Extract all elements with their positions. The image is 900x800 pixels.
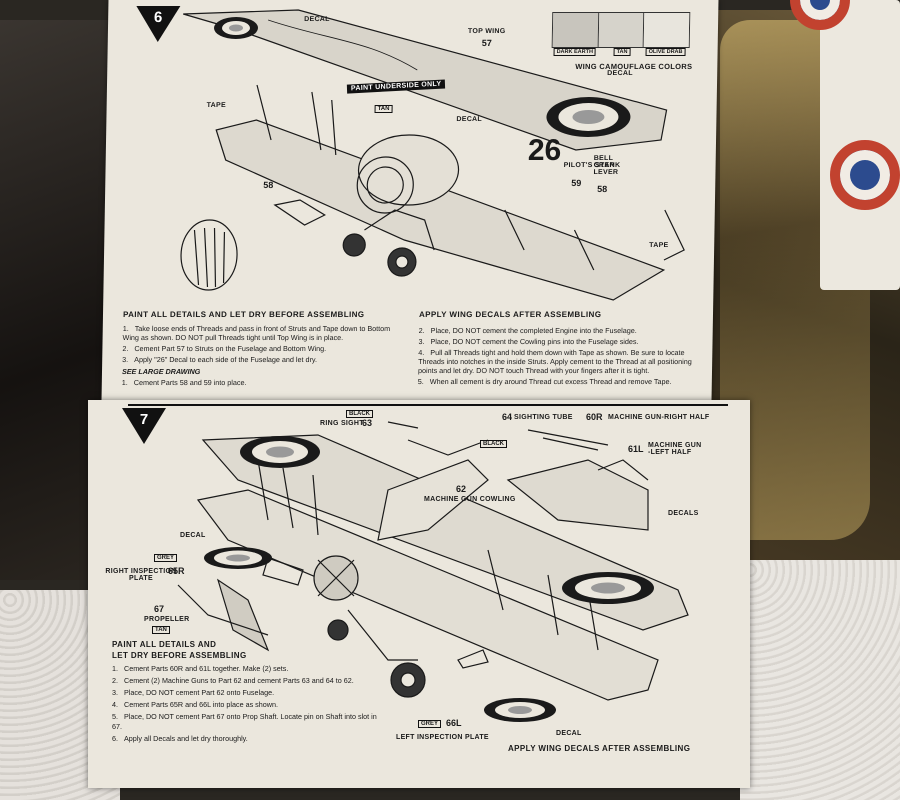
tag-grey-1: GREY [154,554,178,562]
step-6-instructions-right: 2.Place, DO NOT cement the completed Eng… [418,326,699,388]
tag-tan-6: TAN [374,105,393,113]
label-part-62: 62 [456,484,467,494]
biplane-final-assembly-illustration [177,421,689,722]
label-part-64: 64 [502,412,513,422]
step-7-heading-right: APPLY WING DECALS AFTER ASSEMBLING [508,744,691,753]
label-mg-left: MACHINE GUN -LEFT HALF [648,442,702,456]
step-divider [128,404,728,406]
label-decal-a: DECAL [180,532,206,539]
label-part-67: 67 [154,604,165,614]
label-part-58-a: 58 [263,180,274,190]
label-right-plate: RIGHT INSPECTION PLATE [105,568,177,582]
step-6-heading-right: APPLY WING DECALS AFTER ASSEMBLING [418,310,602,319]
tag-grey-2: GREY [418,720,442,728]
step-6-instructions-left: 1.Take loose ends of Threads and pass in… [122,324,398,389]
label-part-63: 63 [362,418,373,428]
tag-black-2: BLACK [480,440,507,448]
step-7-number: 7 [139,411,149,428]
instruction-step-7: 7 [88,400,750,788]
label-mg-right: MACHINE GUN-RIGHT HALF [608,414,710,421]
tag-black-1: BLACK [346,410,373,418]
step-7-item-1: 1.Cement Parts 60R and 61L together. Mak… [112,664,289,673]
label-part-61l: 61L [628,444,644,454]
biplane-wing-assembly-illustration [180,9,685,301]
step-7-heading-left-1: PAINT ALL DETAILS AND [112,640,217,649]
step-7-item-4: 4.Cement Parts 65R and 66L into place as… [112,700,278,709]
label-part-66l: 66L [446,718,462,728]
step-7-heading-left-2: LET DRY BEFORE ASSEMBLING [112,651,247,660]
label-mg-cowling: MACHINE GUN COWLING [424,496,516,503]
step-6-see-large-item: 1.Cement Parts 58 and 59 into place. [121,378,247,387]
label-ring-sight: RING SIGHT [320,420,364,427]
decal-sheet [790,0,900,290]
step-6-item-3: 3.Apply "26" Decal to each side of the F… [122,355,318,364]
step-6-right-item-2: 2.Place, DO NOT cement the completed Eng… [418,326,637,335]
label-decals: DECALS [668,510,699,517]
step-6-right-item-4: 4.Pull all Threads tight and hold them d… [417,348,692,375]
decal-roundel-bottom [830,140,900,210]
label-propeller: PROPELLER [144,616,190,623]
step-6-item-1: 1.Take loose ends of Threads and pass in… [122,324,391,342]
label-bell-crank: BELL CRANK LEVER [593,155,621,176]
step-7-badge [122,408,166,444]
step-7-item-6: 6.Apply all Decals and let dry thoroughl… [112,734,248,743]
step-7-item-5: 5.Place, DO NOT cement Part 67 onto Prop… [112,712,377,731]
label-decal-1: DECAL [304,16,330,23]
label-decal-b: DECAL [556,730,582,737]
step-7-item-2: 2.Cement (2) Machine Guns to Part 62 and… [112,676,354,685]
step-6-right-item-5: 5.When all cement is dry around Thread c… [417,377,672,386]
step-6-heading-left: PAINT ALL DETAILS AND LET DRY BEFORE ASS… [122,310,365,319]
tablecloth-right [740,560,900,800]
tag-tan-7: TAN [152,626,170,634]
label-part-59: 59 [571,178,582,188]
label-part-58-b: 58 [597,184,608,194]
step-7-instructions: 1.Cement Parts 60R and 61L together. Mak… [112,664,382,746]
label-tape-1: TAPE [206,102,227,109]
step-6-right-item-3: 3.Place, DO NOT cement the Cowling pins … [418,337,639,346]
label-part-60r: 60R [586,412,603,422]
label-left-plate: LEFT INSPECTION PLATE [396,734,489,741]
fuselage-number-26: 26 [527,134,562,167]
step-6-item-2: 2.Cement Part 57 to Struts on the Fusela… [122,344,327,353]
label-decal-2: DECAL [456,116,483,123]
label-top-wing: TOP WING [467,28,506,35]
label-sighting-tube: SIGHTING TUBE [514,414,573,421]
label-decal-3: DECAL [607,70,633,77]
label-part-57: 57 [481,38,492,48]
label-part-65r: 65R [168,566,185,576]
see-large-drawing: SEE LARGE DRAWING [121,367,201,376]
label-tape-2: TAPE [649,242,669,249]
step-7-item-3: 3.Place, DO NOT cement Part 62 onto Fuse… [112,688,275,697]
instruction-step-6: 6 DARK EARTH TAN OLIVE DRAB WING CAMOUFL… [101,0,719,400]
